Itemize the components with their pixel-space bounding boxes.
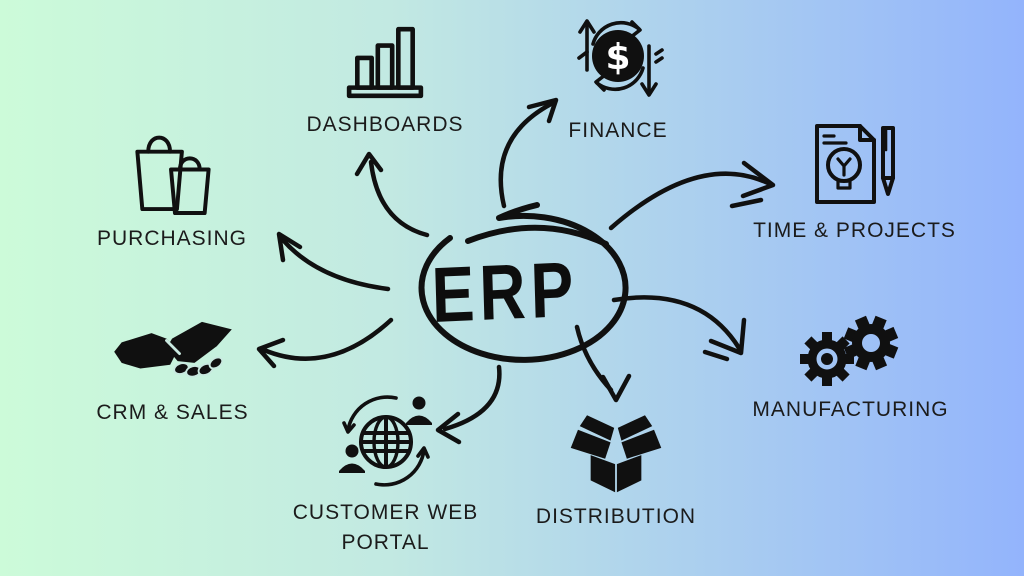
- shopping-bags-icon: [135, 135, 211, 216]
- gear-right: [843, 315, 898, 371]
- module-label: CRM & SALES: [96, 401, 249, 424]
- module-label: TIME & PROJECTS: [753, 219, 956, 242]
- module-finance: $ FINANCE: [538, 8, 698, 146]
- module-time-projects: TIME & PROJECTS: [752, 120, 957, 246]
- arrow-to-finance: [498, 97, 559, 209]
- bar-chart-icon: [346, 26, 424, 99]
- arrow-to-dashboards: [354, 151, 430, 238]
- module-manufacturing: MANUFACTURING: [748, 315, 953, 425]
- module-label: CUSTOMER WEB PORTAL: [292, 501, 479, 555]
- arrow-to-time-projects: [608, 160, 776, 231]
- globe-users-icon: [338, 395, 432, 487]
- module-purchasing: PURCHASING: [92, 122, 252, 254]
- module-label: FINANCE: [568, 119, 668, 142]
- dollar-exchange-icon: $: [577, 19, 664, 97]
- dollar-glyph: $: [605, 37, 630, 78]
- module-dashboards: DASHBOARDS: [300, 22, 470, 140]
- module-label: MANUFACTURING: [752, 398, 949, 421]
- gears-icon: [799, 315, 898, 386]
- module-label: PURCHASING: [96, 227, 248, 250]
- arrow-to-manufacturing: [611, 295, 747, 362]
- erp-label: ERP: [430, 244, 580, 340]
- erp-oval-outline: [418, 202, 629, 363]
- arrow-to-distribution: [574, 324, 632, 403]
- arrow-to-purchasing: [276, 231, 391, 292]
- document-lightbulb-pen-icon: [814, 124, 895, 204]
- gear-left: [799, 332, 854, 386]
- arrow-to-crm-sales: [256, 317, 394, 369]
- handshake-icon: [113, 321, 232, 378]
- module-customer-web-portal: CUSTOMER WEB PORTAL: [283, 390, 488, 559]
- module-label: DASHBOARDS: [306, 113, 464, 136]
- open-box-icon: [570, 415, 662, 493]
- arrow-to-customer-web-portal: [435, 364, 502, 445]
- module-crm-sales: CRM & SALES: [90, 320, 255, 428]
- module-distribution: DISTRIBUTION: [535, 408, 697, 532]
- module-label: DISTRIBUTION: [535, 505, 697, 528]
